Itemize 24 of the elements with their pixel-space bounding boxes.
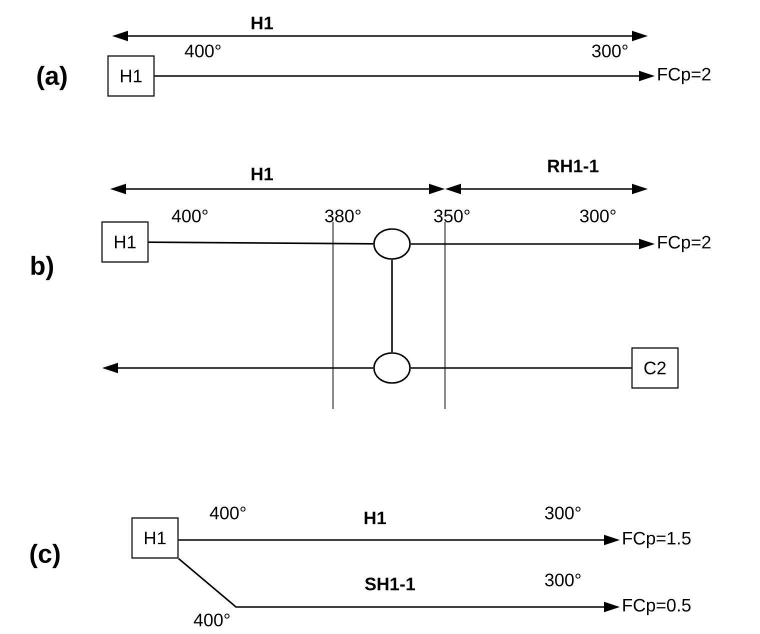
stream-box: H1: [101, 221, 149, 263]
stream-name: H1: [252, 168, 274, 180]
edge-label: SH1-1: [364, 576, 417, 592]
stream-box: H1: [131, 517, 179, 559]
panel-label: (c): [30, 544, 60, 568]
stream-label: FCp=1.5: [623, 532, 691, 548]
junction-circle: [373, 352, 411, 384]
stream-box: C2: [631, 347, 679, 389]
stream-label: FCp=0.5: [623, 598, 691, 616]
stream-label: FCp=2: [658, 236, 710, 252]
stream-name: RH1-1: [548, 160, 598, 172]
temperature-label: 300°: [545, 574, 581, 586]
temperature-label: 400°: [194, 614, 230, 626]
junction-circle: [373, 228, 411, 260]
stream-label: FCp=2: [658, 68, 710, 84]
panel-label: (a): [37, 66, 67, 90]
temperature-label: 300°: [592, 44, 628, 58]
temperature-label: 300°: [580, 210, 616, 222]
stream-name: H1: [252, 16, 274, 30]
edge-label: H1: [362, 510, 388, 526]
panel-label: b): [31, 256, 53, 280]
stream-box: H1: [107, 55, 155, 97]
temperature-label: 350°: [434, 210, 470, 222]
temperature-label: 300°: [545, 506, 581, 520]
